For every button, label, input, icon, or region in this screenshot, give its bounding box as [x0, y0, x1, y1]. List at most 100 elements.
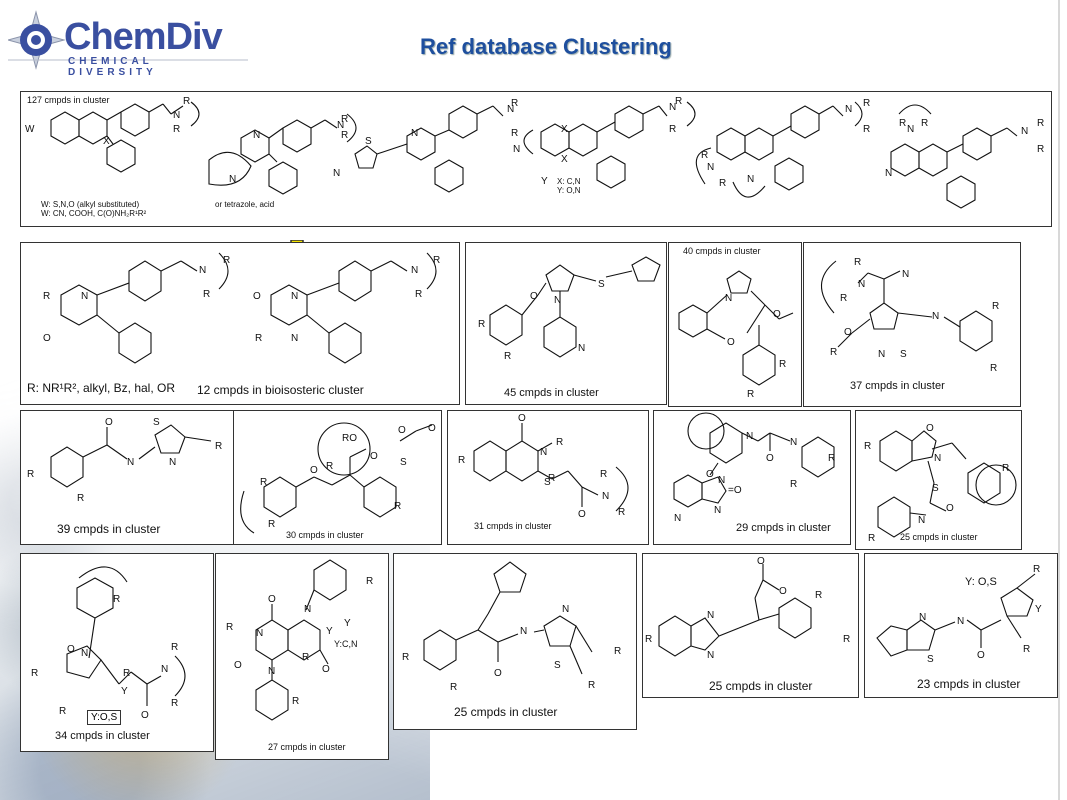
svg-text:N: N — [161, 664, 168, 675]
svg-text:N: N — [707, 610, 714, 621]
svg-text:N: N — [513, 144, 520, 155]
svg-text:N: N — [902, 269, 909, 280]
svg-text:S: S — [365, 136, 372, 147]
cluster-caption: 12 cmpds in bioisosteric cluster — [197, 383, 364, 397]
svg-text:S: S — [598, 279, 605, 290]
svg-text:X: X — [561, 124, 568, 135]
tetrazole-note: or tetrazole, acid — [215, 200, 275, 209]
svg-text:Y: Y — [344, 618, 351, 629]
svg-text:R: R — [701, 150, 708, 161]
svg-text:R: R — [614, 646, 621, 657]
w-definition-2: W: CN, COOH, C(O)NH₂R¹R² — [41, 209, 147, 218]
svg-text:R: R — [43, 291, 50, 302]
svg-text:R: R — [618, 507, 625, 518]
svg-text:N: N — [199, 265, 206, 276]
svg-text:R: R — [588, 680, 595, 691]
svg-text:O: O — [727, 337, 735, 348]
svg-text:R: R — [899, 118, 906, 129]
w-definition: W: S,N,O (alkyl substituted) — [41, 200, 140, 209]
panel-31-structures: ONR RSN RRR O — [458, 413, 629, 520]
panel-40-structures: NOO RR — [678, 270, 794, 400]
right-edge-line — [1058, 0, 1060, 800]
chemdiv-logo: ChemDiv CHEMICAL DIVERSITY — [6, 8, 248, 78]
svg-text:N: N — [169, 457, 176, 468]
svg-text:S: S — [544, 477, 551, 488]
svg-text:N: N — [714, 505, 721, 516]
cluster-caption: 40 cmpds in cluster — [683, 246, 761, 256]
svg-text:R: R — [921, 118, 928, 129]
svg-text:R: R — [990, 363, 997, 374]
svg-text:R: R — [226, 622, 233, 633]
svg-text:N: N — [907, 124, 914, 135]
svg-text:S: S — [153, 417, 160, 428]
svg-text:R: R — [223, 255, 230, 266]
svg-text:X: X — [561, 154, 568, 165]
svg-text:O: O — [706, 469, 714, 480]
svg-text:R: R — [600, 469, 607, 480]
svg-text:R: R — [292, 696, 299, 707]
svg-text:R: R — [863, 98, 870, 109]
x-definition: X: C,N — [557, 177, 581, 186]
svg-text:O: O — [428, 423, 436, 434]
svg-text:O: O — [398, 425, 406, 436]
panel-25a-structures: ONS ONR RR — [864, 423, 1017, 544]
svg-text:O: O — [141, 710, 149, 721]
svg-text:R: R — [511, 128, 518, 139]
svg-text:N: N — [253, 130, 260, 141]
cluster-caption: 37 cmpds in cluster — [850, 380, 945, 392]
svg-text:N: N — [669, 102, 676, 113]
svg-text:R: R — [556, 437, 563, 448]
svg-text:Y: Y — [1035, 604, 1042, 615]
svg-text:N: N — [554, 295, 561, 306]
cluster-caption: 31 cmpds in cluster — [474, 521, 552, 531]
svg-text:R: R — [868, 533, 875, 544]
cluster-caption: 39 cmpds in cluster — [57, 522, 161, 536]
svg-text:N: N — [918, 515, 925, 526]
svg-text:=O: =O — [728, 485, 742, 496]
svg-text:S: S — [400, 457, 407, 468]
svg-text:Y: Y — [121, 686, 128, 697]
y-definition: Y:O,S — [87, 710, 122, 725]
cluster-caption: 25 cmpds in cluster — [900, 532, 978, 542]
svg-text:O: O — [234, 660, 242, 671]
svg-text:R: R — [815, 590, 822, 601]
cluster-caption: 29 cmpds in cluster — [736, 522, 831, 534]
svg-text:N: N — [81, 291, 88, 302]
panel-25b-structures: RRO NNS RR — [402, 561, 621, 693]
svg-text:R: R — [394, 501, 401, 512]
svg-text:O: O — [530, 291, 538, 302]
svg-text:N: N — [333, 168, 340, 179]
svg-text:R: R — [113, 594, 120, 605]
svg-text:N: N — [707, 650, 714, 661]
svg-text:O: O — [977, 650, 985, 661]
svg-text:W: W — [25, 124, 35, 135]
svg-text:O: O — [67, 644, 75, 655]
svg-text:O: O — [946, 503, 954, 514]
svg-text:N: N — [411, 265, 418, 276]
cluster-caption: 23 cmpds in cluster — [917, 677, 1021, 691]
svg-text:R: R — [415, 289, 422, 300]
y-definition: Y: O,S — [965, 576, 997, 588]
svg-text:S: S — [927, 654, 934, 665]
svg-text:R: R — [863, 124, 870, 135]
svg-text:O: O — [773, 309, 781, 320]
svg-text:N: N — [858, 279, 865, 290]
svg-text:O: O — [844, 327, 852, 338]
svg-text:R: R — [27, 469, 34, 480]
svg-text:O: O — [310, 465, 318, 476]
svg-text:N: N — [81, 648, 88, 659]
svg-text:O: O — [494, 668, 502, 679]
svg-text:N: N — [562, 604, 569, 615]
